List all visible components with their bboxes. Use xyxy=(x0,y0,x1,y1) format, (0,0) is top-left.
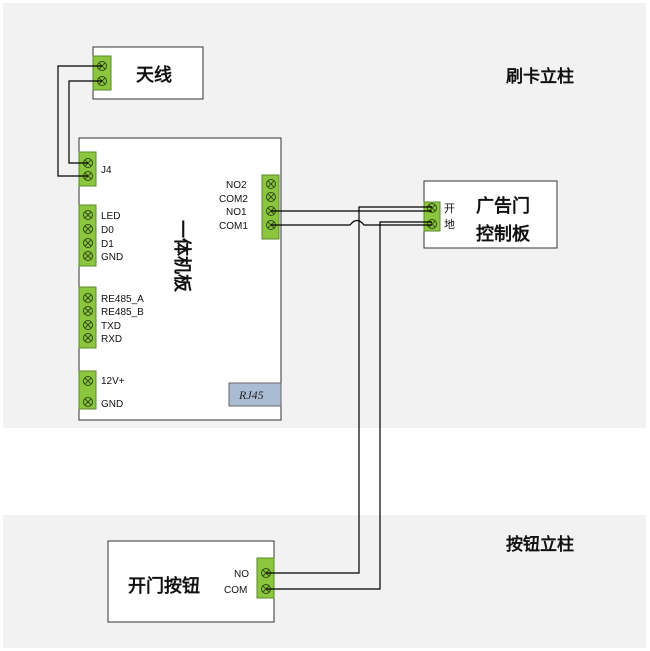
terminal-label-gnd: GND xyxy=(101,252,123,263)
terminal-label-12v: 12V+ xyxy=(101,376,125,387)
terminal-label-rxd: RXD xyxy=(101,334,122,345)
j4-label: J4 xyxy=(101,165,112,176)
relay-label-com1: COM1 xyxy=(219,221,248,232)
ad-board-box xyxy=(423,180,558,249)
screw-icon xyxy=(83,306,93,316)
wire-antenna-1 xyxy=(57,65,102,177)
screw-icon xyxy=(427,203,437,213)
relay-label-com2: COM2 xyxy=(219,194,248,205)
wire-antenna-2 xyxy=(68,80,102,164)
ad-board-title-line2: 控制板 xyxy=(476,223,531,245)
ad-pin-label-kai: 开 xyxy=(444,202,455,215)
terminal-label-txd: TXD xyxy=(101,321,121,332)
terminal-label-gnd2: GND xyxy=(101,399,123,410)
ad-pin-label-di: 地 xyxy=(444,218,455,231)
screw-icon xyxy=(83,238,93,248)
button-pillar-label: 按钮立柱 xyxy=(506,534,574,555)
terminal-label-led: LED xyxy=(101,211,120,222)
screw-icon xyxy=(83,210,93,220)
wires xyxy=(57,65,432,590)
screw-icon xyxy=(266,179,276,189)
screw-icon xyxy=(83,333,93,343)
relay-label-no2: NO2 xyxy=(226,180,247,191)
screw-icon xyxy=(427,219,437,229)
main-board-title: 一体机板 xyxy=(171,220,193,293)
button-pin-label-no: NO xyxy=(234,569,249,580)
card-pillar-label: 刷卡立柱 xyxy=(506,66,574,87)
rs485-terminal xyxy=(78,286,97,349)
wire-com1-di xyxy=(271,219,432,226)
antenna-label: 天线 xyxy=(136,64,172,86)
relay-label-no1: NO1 xyxy=(226,207,247,218)
ad-board-title-line1: 广告门 xyxy=(476,195,530,217)
button-label: 开门按钮 xyxy=(128,575,200,597)
screw-icon xyxy=(266,192,276,202)
signal-terminal xyxy=(78,204,97,267)
terminal-label-d1: D1 xyxy=(101,239,114,250)
screw-icon xyxy=(83,376,93,386)
main-board-box xyxy=(78,137,282,421)
screw-icon xyxy=(83,397,93,407)
screw-icon xyxy=(83,293,93,303)
screw-icon xyxy=(83,320,93,330)
button-box xyxy=(107,540,275,623)
terminal-label-re485a: RE485_A xyxy=(101,294,144,305)
screw-icon xyxy=(83,224,93,234)
rj45-label: RJ45 xyxy=(238,388,264,402)
button-pin-label-com: COM xyxy=(224,585,247,596)
rj45-port xyxy=(228,382,282,407)
terminal-label-re485b: RE485_B xyxy=(101,307,144,318)
terminal-label-d0: D0 xyxy=(101,225,114,236)
screw-icon xyxy=(83,251,93,261)
wire-kai-button-no xyxy=(266,206,432,574)
wire-di-button-com xyxy=(266,221,432,590)
